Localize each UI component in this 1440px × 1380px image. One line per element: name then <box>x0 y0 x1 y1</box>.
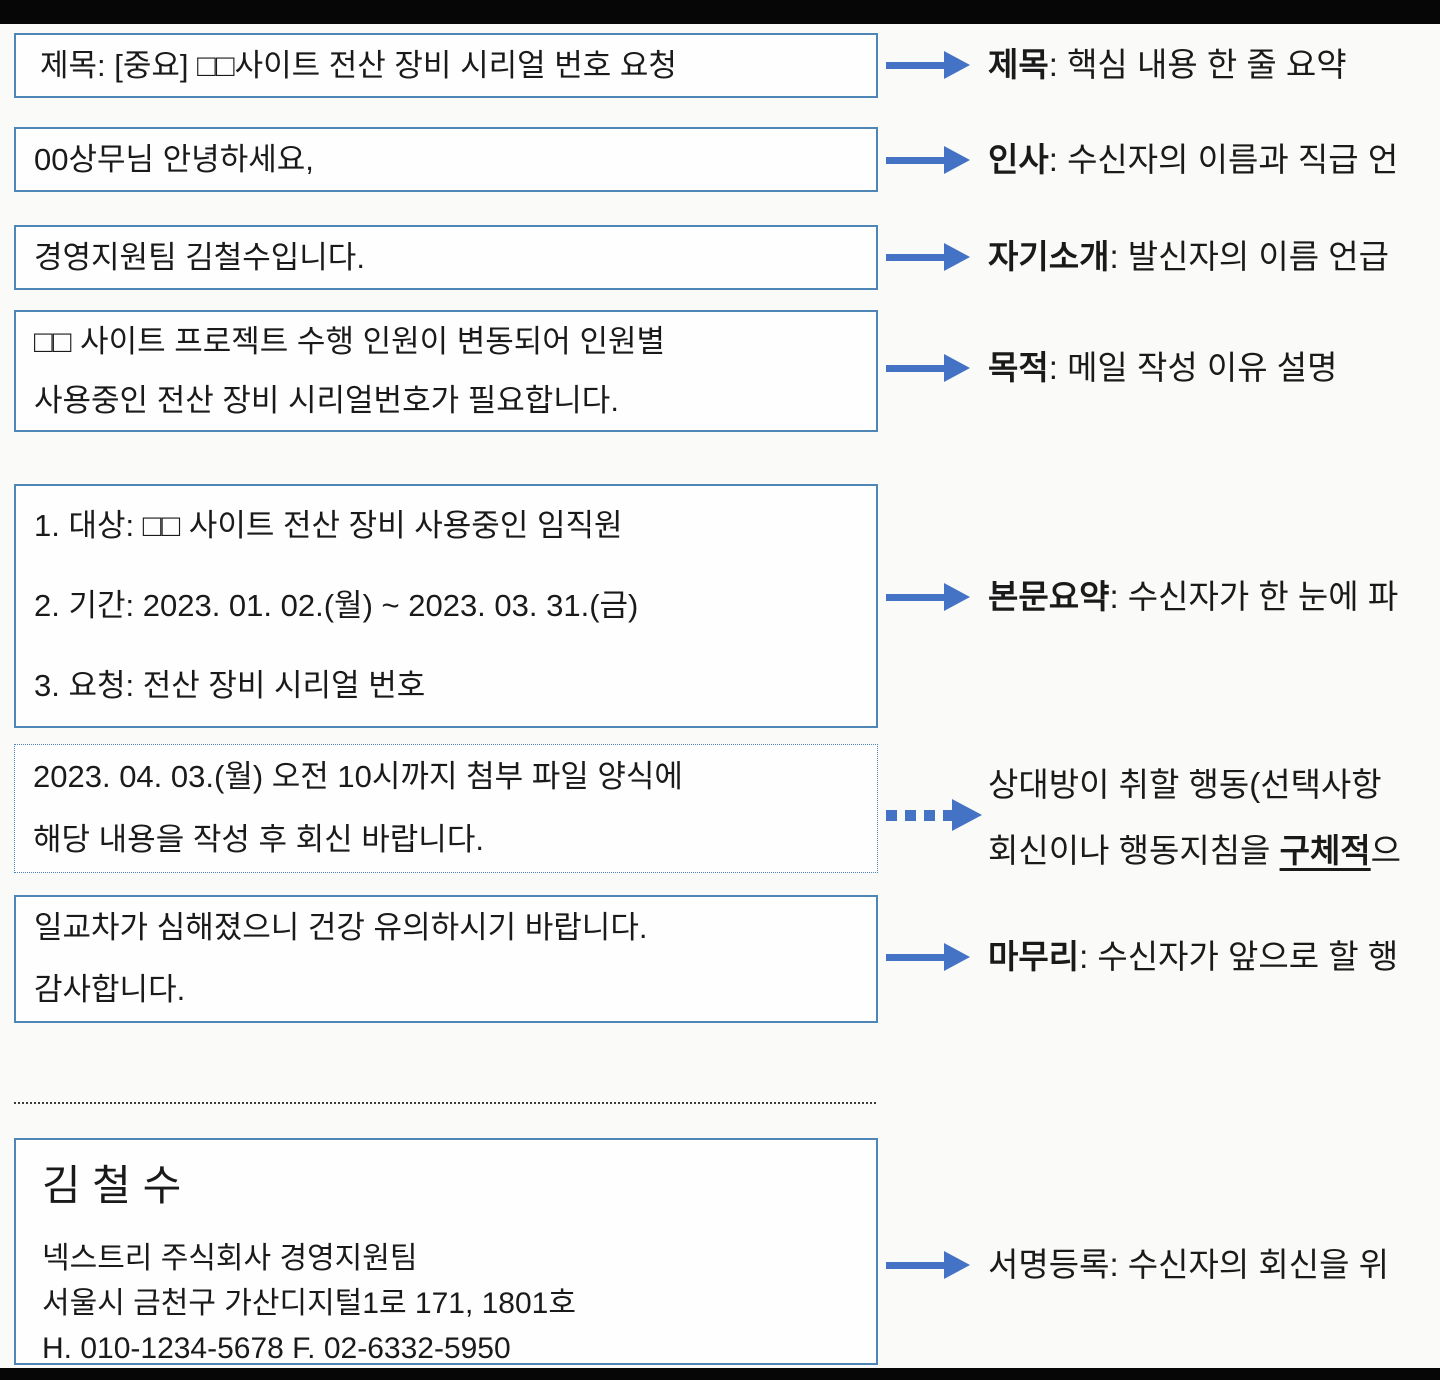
arrow-shaft <box>886 593 944 601</box>
bottom-letterbox-bar <box>0 1368 1440 1380</box>
annotation-subject-text: : 핵심 내용 한 줄 요약 <box>1048 46 1347 83</box>
annotation-body-summary-label: 본문요약 <box>988 578 1110 615</box>
annotation-closing: 마무리: 수신자가 앞으로 할 행 <box>988 937 1398 977</box>
body-summary-item-2: 2. 기간: 2023. 01. 02.(월) ~ 2023. 03. 31.(… <box>34 588 639 623</box>
purpose-line-2: 사용중인 전산 장비 시리얼번호가 필요합니다. <box>34 382 619 418</box>
arrow-shaft <box>886 1261 944 1269</box>
introduction-text: 경영지원팀 김철수입니다. <box>34 239 365 275</box>
annotation-introduction-text: : 발신자의 이름 언급 <box>1109 238 1390 275</box>
closing-line-1: 일교차가 심해졌으니 건강 유의하시기 바랍니다. <box>34 910 648 945</box>
signature-phone: H. 010-1234-5678 F. 02-6332-5950 <box>42 1332 511 1365</box>
action-request-line-1: 2023. 04. 03.(월) 오전 10시까지 첨부 파일 양식에 <box>33 758 683 794</box>
annotation-action-request-line-1: 상대방이 취할 행동(선택사항 <box>988 766 1382 803</box>
email-box-body-summary: 1. 대상: □□ 사이트 전산 장비 사용중인 임직원 2. 기간: 2023… <box>14 484 878 728</box>
arrow-head <box>944 354 970 382</box>
dotted-arrow-shaft <box>886 809 952 821</box>
annotation-purpose: 목적: 메일 작성 이유 설명 <box>988 348 1337 388</box>
arrow-head <box>944 583 970 611</box>
annotation-signature: 서명등록: 수신자의 회신을 위 <box>988 1245 1389 1285</box>
greeting-text: 00상무님 안녕하세요, <box>34 141 314 177</box>
annotation-signature-text: : 수신자의 회신을 위 <box>1109 1246 1390 1283</box>
annotation-body-summary-text: : 수신자가 한 눈에 파 <box>1109 578 1399 615</box>
annotation-purpose-text: : 메일 작성 이유 설명 <box>1048 349 1338 386</box>
email-box-greeting: 00상무님 안녕하세요, <box>14 127 878 192</box>
arrow-shaft <box>886 61 944 69</box>
action-request-line-2: 해당 내용을 작성 후 회신 바랍니다. <box>33 822 484 858</box>
email-box-closing: 일교차가 심해졌으니 건강 유의하시기 바랍니다. 감사합니다. <box>14 895 878 1023</box>
signature-name: 김 철 수 <box>42 1162 182 1209</box>
arrow-shaft <box>886 364 944 372</box>
arrow-icon-signature <box>886 1251 970 1279</box>
arrow-head <box>944 1251 970 1279</box>
arrow-icon-purpose <box>886 354 970 382</box>
signature-company: 넥스트리 주식회사 경영지원팀 <box>42 1242 418 1275</box>
arrow-icon-subject <box>886 51 970 79</box>
annotation-action-request-line-2: 회신이나 행동지침을 구체적으 <box>988 818 1401 884</box>
annotation-introduction: 자기소개: 발신자의 이름 언급 <box>988 237 1389 277</box>
arrow-icon-greeting <box>886 146 970 174</box>
arrow-head <box>944 243 970 271</box>
annotation-action-request-emphasis: 구체적 <box>1279 832 1371 869</box>
email-box-subject: 제목: [중요] □□사이트 전산 장비 시리얼 번호 요청 <box>14 33 878 98</box>
email-box-introduction: 경영지원팀 김철수입니다. <box>14 225 878 290</box>
arrow-head <box>944 943 970 971</box>
annotation-action-request-line-2-suffix: 으 <box>1370 832 1402 869</box>
signature-details: 넥스트리 주식회사 경영지원팀 서울시 금천구 가산디지털1로 171, 180… <box>42 1236 868 1371</box>
annotation-action-request-line-2-prefix: 회신이나 행동지침을 <box>988 832 1280 869</box>
annotation-subject: 제목: 핵심 내용 한 줄 요약 <box>988 45 1347 85</box>
annotation-greeting: 인사: 수신자의 이름과 직급 언 <box>988 140 1398 180</box>
annotation-action-request: 상대방이 취할 행동(선택사항 회신이나 행동지침을 구체적으 <box>988 752 1401 884</box>
annotation-closing-text: : 수신자가 앞으로 할 행 <box>1079 938 1399 975</box>
purpose-line-1: □□ 사이트 프로젝트 수행 인원이 변동되어 인원별 <box>34 323 666 359</box>
annotation-closing-label: 마무리 <box>988 938 1080 975</box>
annotation-purpose-label: 목적 <box>988 349 1049 386</box>
annotation-body-summary: 본문요약: 수신자가 한 눈에 파 <box>988 577 1398 617</box>
signature-address: 서울시 금천구 가산디지털1로 171, 1801호 <box>42 1287 576 1320</box>
top-letterbox-bar <box>0 0 1440 24</box>
annotation-greeting-text: : 수신자의 이름과 직급 언 <box>1048 141 1399 178</box>
body-summary-item-3: 3. 요청: 전산 장비 시리얼 번호 <box>34 668 426 703</box>
arrow-shaft <box>886 253 944 261</box>
arrow-head <box>952 799 982 831</box>
signature-separator-line <box>14 1102 876 1104</box>
annotation-introduction-label: 자기소개 <box>988 238 1110 275</box>
arrow-head <box>944 51 970 79</box>
subject-text: 제목: [중요] □□사이트 전산 장비 시리얼 번호 요청 <box>40 47 677 83</box>
body-summary-item-1: 1. 대상: □□ 사이트 전산 장비 사용중인 임직원 <box>34 508 623 543</box>
annotation-greeting-label: 인사 <box>988 141 1049 178</box>
email-box-action-request: 2023. 04. 03.(월) 오전 10시까지 첨부 파일 양식에 해당 내… <box>14 744 878 873</box>
arrow-head <box>944 146 970 174</box>
dotted-arrow-icon-action-request <box>886 799 982 831</box>
email-box-purpose: □□ 사이트 프로젝트 수행 인원이 변동되어 인원별 사용중인 전산 장비 시… <box>14 310 878 432</box>
arrow-shaft <box>886 953 944 961</box>
annotation-subject-label: 제목 <box>988 46 1049 83</box>
arrow-icon-closing <box>886 943 970 971</box>
closing-line-2: 감사합니다. <box>34 972 186 1007</box>
arrow-shaft <box>886 156 944 164</box>
arrow-icon-introduction <box>886 243 970 271</box>
arrow-icon-body-summary <box>886 583 970 611</box>
annotation-signature-label: 서명등록 <box>988 1246 1110 1283</box>
email-box-signature: 김 철 수 넥스트리 주식회사 경영지원팀 서울시 금천구 가산디지털1로 17… <box>14 1138 878 1365</box>
